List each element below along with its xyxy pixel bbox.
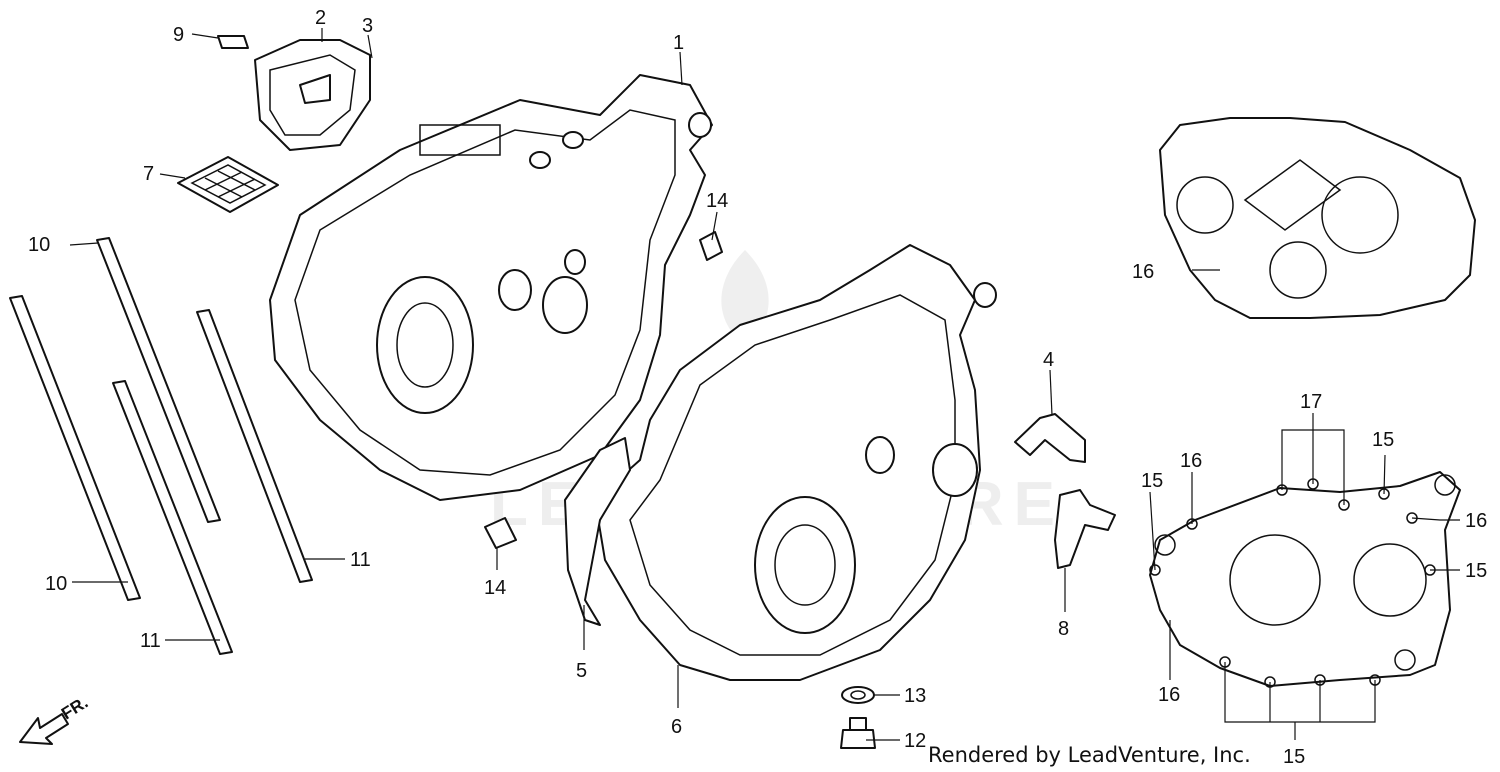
callout-10b: 10 xyxy=(45,573,67,595)
callout-1: 1 xyxy=(673,32,684,54)
callout-labels: 1 2 3 4 5 6 7 8 9 10 10 11 11 12 13 14 1… xyxy=(28,7,1487,768)
gasket-view-lower xyxy=(1149,471,1461,688)
drain-bolt-and-washer xyxy=(840,686,876,749)
callout-17: 17 xyxy=(1300,391,1322,413)
callout-11a: 11 xyxy=(350,549,371,571)
callout-15c: 15 xyxy=(1465,560,1487,582)
leader-lines xyxy=(69,28,1460,741)
gasket-view-upper xyxy=(1159,117,1476,319)
front-direction-arrow: FR. xyxy=(19,693,91,745)
callout-8: 8 xyxy=(1058,618,1069,640)
callout-14a: 14 xyxy=(706,190,728,212)
callout-13: 13 xyxy=(904,685,926,707)
callout-16d: 16 xyxy=(1158,684,1180,706)
left-crankcase-half xyxy=(564,244,997,681)
stud-bolts xyxy=(9,237,313,655)
crankcase-gasket xyxy=(564,437,631,626)
callout-11b: 11 xyxy=(140,630,161,652)
credit-text: Rendered by LeadVenture, Inc. xyxy=(928,743,1251,767)
arrow-icon xyxy=(19,713,69,745)
callout-16b: 16 xyxy=(1180,450,1202,472)
callout-4: 4 xyxy=(1043,349,1054,371)
callout-9: 9 xyxy=(173,24,184,46)
callout-3: 3 xyxy=(362,15,373,37)
callout-12: 12 xyxy=(904,730,926,752)
callout-6: 6 xyxy=(671,716,682,738)
callout-16a: 16 xyxy=(1132,261,1154,283)
callout-10a: 10 xyxy=(28,234,50,256)
filter-screen xyxy=(177,156,279,213)
callout-15a: 15 xyxy=(1141,470,1163,492)
clamps-and-brackets xyxy=(1014,413,1116,569)
right-crankcase-half xyxy=(269,74,713,501)
callout-16c: 16 xyxy=(1465,510,1487,532)
callout-7: 7 xyxy=(143,163,154,185)
callout-15b: 15 xyxy=(1372,429,1394,451)
bolt-part-9 xyxy=(217,35,249,49)
callout-15d: 15 xyxy=(1283,746,1305,768)
callout-14b: 14 xyxy=(484,577,506,599)
callout-2: 2 xyxy=(315,7,326,29)
separator-cover-assembly xyxy=(191,33,371,151)
dowel-pins xyxy=(484,231,723,549)
callout-5: 5 xyxy=(576,660,587,682)
